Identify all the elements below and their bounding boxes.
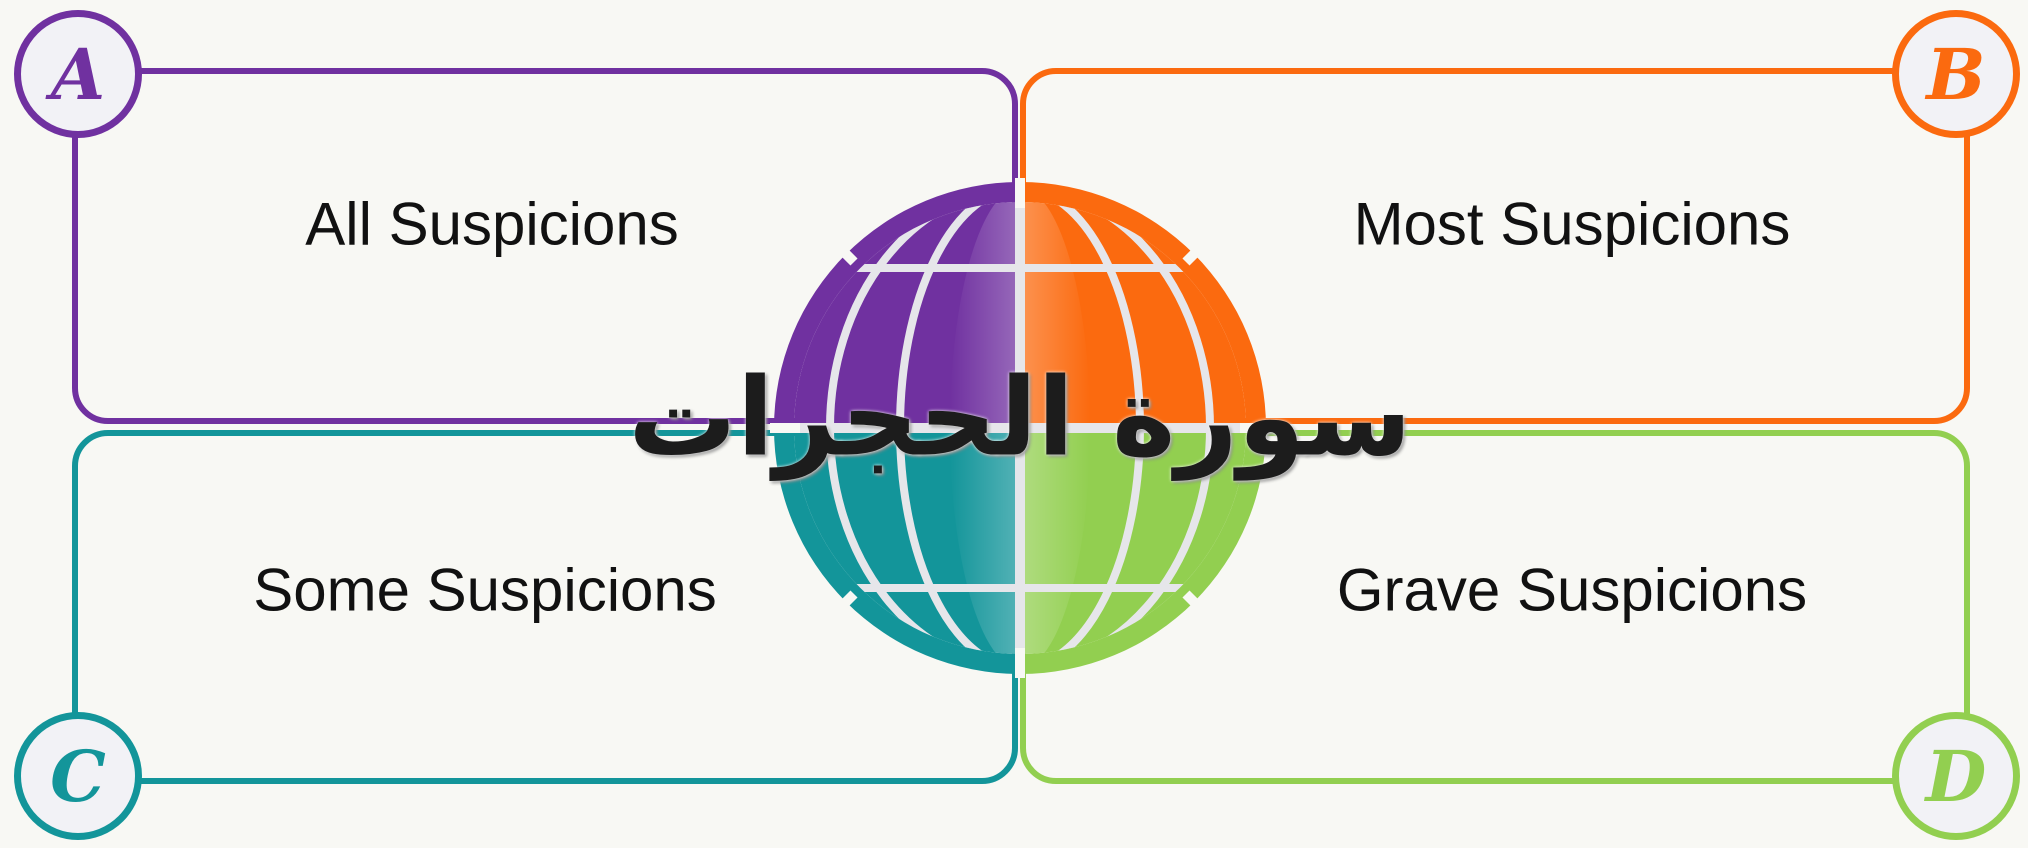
surah-calligraphy: سورة الحجرات — [628, 355, 1412, 481]
badge-d: D — [1892, 712, 2020, 840]
quadrant-b-label: Most Suspicions — [1353, 190, 1791, 258]
badge-c: C — [14, 712, 142, 840]
globe-outer-ring — [774, 182, 1266, 674]
globe-body — [794, 202, 1246, 654]
quadrant-c-label: Some Suspicions — [253, 556, 717, 624]
globe-icon — [770, 178, 1270, 678]
badge-b: B — [1892, 10, 2020, 138]
badge-a: A — [14, 10, 142, 138]
quadrant-d-label: Grave Suspicions — [1336, 556, 1808, 624]
globe-ring-gaps — [770, 178, 1270, 678]
quadrant-a-label: All Suspicions — [305, 190, 679, 258]
